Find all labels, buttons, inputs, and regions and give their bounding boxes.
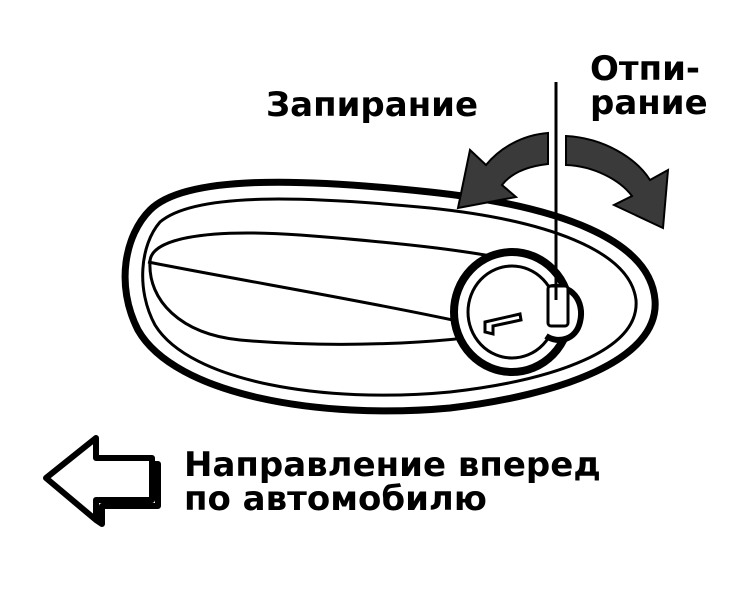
lock-cylinder-face bbox=[466, 264, 558, 360]
label-forward-line1: Направление вперед bbox=[184, 445, 601, 485]
label-unlocking-line2: рание bbox=[590, 83, 708, 123]
curved-arrow-right-icon bbox=[565, 134, 670, 230]
label-locking: Запирание bbox=[266, 85, 479, 125]
label-unlocking-line1: Отпи- bbox=[590, 49, 701, 89]
hollow-arrow-left-icon bbox=[43, 435, 155, 523]
handle-lever-line bbox=[147, 260, 463, 324]
key-head bbox=[546, 284, 570, 328]
lock-cylinder bbox=[450, 82, 585, 376]
hollow-arrow-shadow bbox=[94, 461, 161, 527]
label-forward-line2: по автомобилю bbox=[184, 479, 487, 519]
label-unlocking: Отпи- рание bbox=[590, 52, 708, 120]
key-slot bbox=[483, 312, 523, 336]
label-forward-direction: Направление вперед по автомобилю bbox=[184, 448, 601, 516]
curved-arrow-left-icon bbox=[456, 131, 549, 210]
